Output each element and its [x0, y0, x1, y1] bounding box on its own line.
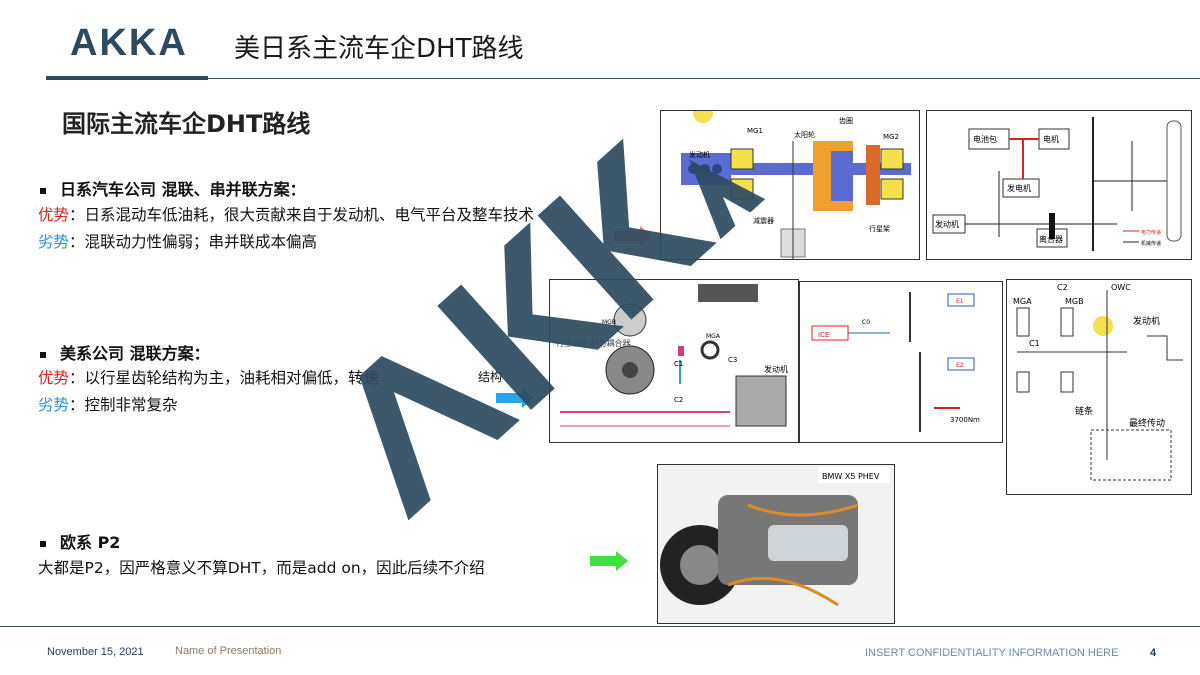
engine-label: 发动机 — [1133, 315, 1160, 327]
mgb-label: MGB — [1065, 297, 1084, 306]
bullet-icon — [40, 351, 46, 358]
c2-label: C2 — [674, 396, 683, 404]
arrow-right-icon — [590, 551, 628, 571]
ring-label: 齿圈 — [839, 117, 853, 125]
e2-label: E2 — [956, 362, 964, 369]
footer-divider — [0, 626, 1200, 627]
damper-label: 减震器 — [753, 216, 774, 225]
advantage-text: ：日系混动车低油耗，很大贡献来自于发动机、电气平台及整车技术 — [69, 206, 535, 224]
mg1-label: MG1 — [747, 127, 763, 135]
mga-label: MGA — [706, 333, 721, 340]
sun-label: 太阳轮 — [794, 130, 815, 139]
us-heading-text: 美系公司 混联方案： — [60, 344, 210, 363]
logo-underline — [46, 76, 208, 80]
mgb-label: MGB — [602, 319, 616, 326]
battery-label: 电池包 — [973, 134, 997, 144]
engine-label: 发动机 — [689, 150, 710, 159]
arrow-right-icon — [614, 226, 652, 246]
disadvantage-label: 劣势 — [38, 233, 70, 251]
torque-label: 3700Nm — [950, 416, 980, 424]
chain-label: 链条 — [1075, 405, 1093, 417]
us-advantage: 优势：以行星齿轮结构为主，油耗相对偏低，转速 — [38, 366, 379, 388]
us-chain-diagram: C2 OWC MGA MGB C1 发动机 链条 最终传动 — [1006, 279, 1192, 495]
us-gm-diagram: MGB 行星齿轮 动力耦合器 MGA C1 C3 C2 发动机 — [549, 279, 799, 443]
mg2-label: MG2 — [883, 133, 899, 141]
mga-label: MGA — [1013, 297, 1032, 306]
europe-heading-text: 欧系 P2 — [60, 533, 121, 552]
c1-label: C1 — [674, 360, 683, 368]
page-title: 美日系主流车企DHT路线 — [234, 34, 524, 64]
japan-heading-text: 日系汽车公司 混联、串并联方案： — [60, 180, 306, 199]
advantage-label: 优势 — [38, 206, 70, 224]
footer-presentation-name: Name of Presentation — [175, 645, 282, 657]
footer-date: November 15, 2021 — [47, 646, 144, 658]
motor-label: 电机 — [1043, 134, 1059, 144]
planetary-label: 行星齿轮 动力耦合器 — [556, 338, 631, 348]
japan-heading: 日系汽车公司 混联、串并联方案： — [40, 176, 306, 200]
us-heading: 美系公司 混联方案： — [40, 340, 210, 364]
header-divider — [46, 78, 1200, 79]
advantage-label: 优势 — [38, 369, 70, 387]
ice-label: ICE — [818, 331, 829, 339]
owc-label: OWC — [1111, 283, 1131, 292]
europe-heading: 欧系 P2 — [40, 529, 120, 553]
bmw-x5-phev-image: BMW X5 PHEV — [657, 464, 895, 624]
generator-label: 发电机 — [1007, 183, 1031, 193]
advantage-text: ：以行星齿轮结构为主，油耗相对偏低，转速 — [69, 369, 380, 387]
c2-label: C2 — [1057, 283, 1068, 292]
c1-label: C1 — [1029, 339, 1040, 348]
c3-label: C3 — [728, 356, 737, 364]
disadvantage-text: ：混联动力性偏弱；串并联成本偏高 — [69, 233, 318, 251]
europe-text: 大都是P2，因严格意义不算DHT，而是add on，因此后续不介绍 — [38, 559, 485, 577]
bullet-icon — [40, 187, 46, 194]
engine-label: 发动机 — [935, 219, 959, 229]
footer-confidentiality: INSERT CONFIDENTIALITY INFORMATION HERE — [865, 647, 1119, 659]
bullet-icon — [40, 540, 46, 547]
page-number: 4 — [1150, 647, 1157, 659]
us-advantage-tail: 结构 — [478, 370, 503, 384]
e1-label: E1 — [956, 298, 964, 305]
section-title: 国际主流车企DHT路线 — [62, 110, 311, 138]
japan-disadvantage: 劣势：混联动力性偏弱；串并联成本偏高 — [38, 230, 317, 252]
legend-mechanical: 机械传递 — [1141, 240, 1161, 247]
jp-planetary-diagram: 发动机 MG1 太阳轮 齿圈 MG2 减震器 行星架 — [660, 110, 920, 260]
legend-electric: 电力传递 — [1141, 229, 1161, 236]
bmw-label: BMW X5 PHEV — [822, 472, 880, 481]
us-disadvantage: 劣势：控制非常复杂 — [38, 393, 178, 415]
carrier-label: 行星架 — [869, 224, 890, 233]
clutch-label: 离合器 — [1039, 234, 1063, 244]
akka-logo: AKKA — [70, 22, 188, 64]
jp-series-diagram: 电池包 电机 发电机 发动机 离合器 电力传递 机械传递 — [926, 110, 1192, 260]
c0-label: C0 — [862, 319, 870, 326]
disadvantage-text: ：控制非常复杂 — [69, 396, 178, 414]
engine-label: 发动机 — [764, 364, 788, 374]
final-drive-label: 最终传动 — [1129, 417, 1165, 429]
us-schematic-diagram: ICE C0 E1 E2 3700Nm — [799, 281, 1003, 443]
japan-advantage: 优势：日系混动车低油耗，很大贡献来自于发动机、电气平台及整车技术 — [38, 203, 534, 225]
arrow-right-icon — [496, 388, 534, 408]
disadvantage-label: 劣势 — [38, 396, 70, 414]
